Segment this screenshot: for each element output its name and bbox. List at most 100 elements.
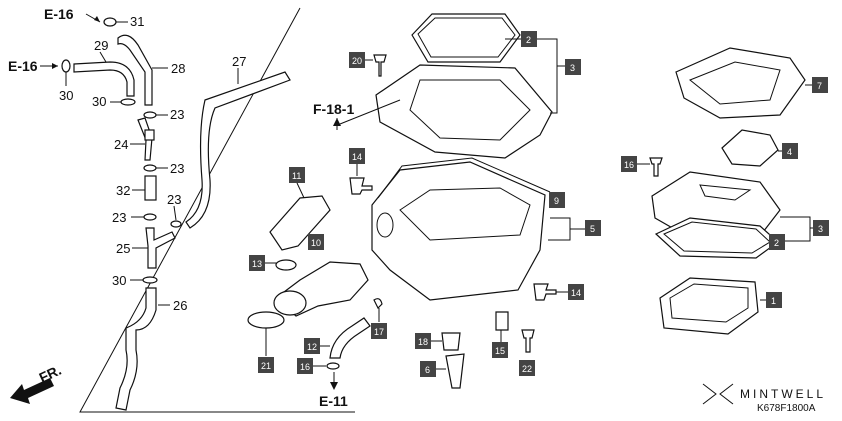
lid-3-shape	[375, 64, 553, 159]
box-part-11	[289, 167, 305, 183]
screw-22-shape	[521, 329, 535, 353]
leader-23d	[173, 205, 177, 221]
box-part-2a	[521, 31, 537, 47]
label-part-2a: 2	[526, 35, 531, 45]
label-part-21: 21	[261, 361, 271, 371]
hose-26-shape	[115, 287, 157, 411]
hose-29-shape	[73, 61, 135, 97]
label-part-17: 17	[374, 327, 384, 337]
leader-f18-part	[339, 99, 401, 125]
label-part-25: 25	[116, 241, 130, 256]
label-part-16a: 16	[300, 362, 310, 372]
label-part-13: 13	[252, 259, 262, 269]
label-part-14b: 14	[571, 288, 581, 298]
box-part-17	[371, 323, 387, 339]
label-part-23c: 23	[112, 210, 126, 225]
duct-10-opening	[273, 290, 307, 316]
label-part-28: 28	[171, 61, 185, 76]
bracket-15-shape	[495, 311, 509, 331]
box-part-3b	[813, 220, 829, 236]
cover-7-shape	[675, 47, 806, 119]
ref-fr: FR.	[37, 362, 64, 386]
label-part-9: 9	[554, 196, 559, 206]
bracket-3a	[537, 38, 558, 114]
screw-16b-shape	[649, 157, 663, 177]
label-part-30a: 30	[59, 88, 73, 103]
filter-1-shape	[659, 277, 759, 335]
y-joint-25-shape	[145, 227, 176, 269]
airbox-5-rim	[377, 157, 551, 199]
box-part-15	[492, 342, 508, 358]
leader-29	[99, 51, 107, 63]
label-part-16b: 16	[624, 160, 634, 170]
ref-e16-top: E-16	[44, 6, 74, 22]
label-part-32: 32	[116, 183, 130, 198]
label-part-24: 24	[114, 137, 128, 152]
label-part-6: 6	[425, 365, 430, 375]
box-part-22	[519, 360, 535, 376]
box-part-14a	[349, 148, 365, 164]
screw-20-shape	[373, 54, 387, 77]
label-part-18: 18	[418, 337, 428, 347]
clamp-30a-shape	[61, 59, 71, 73]
airbox-5-inner	[399, 187, 531, 241]
label-part-20: 20	[352, 56, 362, 66]
ref-e16-left: E-16	[8, 58, 38, 74]
section-divider	[79, 7, 355, 413]
box-part-20	[349, 52, 365, 68]
hose-27-shape	[185, 71, 291, 229]
label-part-23d: 23	[167, 192, 181, 207]
box-part-6	[420, 361, 436, 377]
duct-4-shape	[721, 129, 779, 167]
label-part-3a: 3	[570, 63, 575, 73]
box-part-10	[308, 234, 324, 250]
label-part-22: 22	[522, 364, 532, 374]
clamp-23d-shape	[170, 220, 182, 228]
clip-17-shape	[373, 298, 383, 310]
arrow-e16-left	[52, 63, 58, 69]
clip-18-shape	[441, 332, 461, 351]
box-part-18	[415, 333, 431, 349]
label-part-29: 29	[94, 38, 108, 53]
clamp-13-shape	[275, 259, 297, 271]
label-part-30b: 30	[92, 94, 106, 109]
cover-7-inner	[689, 61, 781, 105]
airbox-5-shape	[371, 161, 546, 301]
box-part-9	[549, 192, 565, 208]
clamp-23c-shape	[143, 213, 157, 221]
arrow-f18	[333, 118, 341, 126]
front-arrow-icon	[10, 378, 54, 404]
label-part-5: 5	[590, 224, 595, 234]
box-part-2b	[769, 234, 785, 250]
box-part-14b	[568, 284, 584, 300]
drain-6-shape	[445, 353, 465, 389]
label-part-10: 10	[311, 238, 321, 248]
gasket-2a-shape	[411, 13, 521, 63]
label-part-12: 12	[307, 342, 317, 352]
ref-f18: F-18-1	[313, 101, 354, 117]
label-part-1: 1	[771, 296, 776, 306]
lid-3-inner	[409, 79, 531, 141]
bracket-5	[548, 217, 571, 241]
filter-1-inner	[669, 283, 749, 323]
mintwell-logo-icon	[702, 383, 734, 405]
lid-3b-slot	[699, 184, 752, 201]
box-part-3a	[565, 59, 581, 75]
bracket-3b	[772, 216, 811, 242]
box-part-13	[249, 255, 265, 271]
ref-e11: E-11	[319, 393, 348, 409]
clamp-30c-shape	[142, 276, 158, 284]
arrow-e16-top	[94, 16, 100, 22]
arrow-e11	[330, 382, 338, 390]
gasket-2a-inner	[417, 17, 516, 58]
joint-24-body	[144, 129, 155, 141]
label-part-3b: 3	[818, 224, 823, 234]
tube-32-shape	[144, 175, 157, 201]
box-part-4	[782, 143, 798, 159]
label-part-23b: 23	[170, 161, 184, 176]
logo-brand: MINTWELL	[740, 387, 826, 401]
clamp-23a-shape	[143, 111, 157, 119]
tube-12-shape	[329, 317, 371, 359]
